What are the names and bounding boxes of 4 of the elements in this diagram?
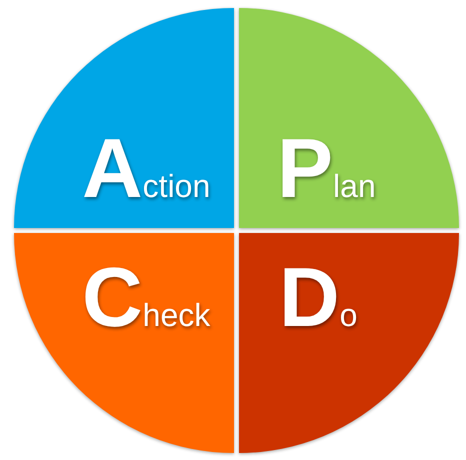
quadrant-label: Do bbox=[279, 255, 358, 339]
quadrant-label: Plan bbox=[277, 126, 376, 210]
quadrant-label: Action bbox=[82, 126, 210, 210]
quadrant-label: Check bbox=[82, 255, 210, 339]
